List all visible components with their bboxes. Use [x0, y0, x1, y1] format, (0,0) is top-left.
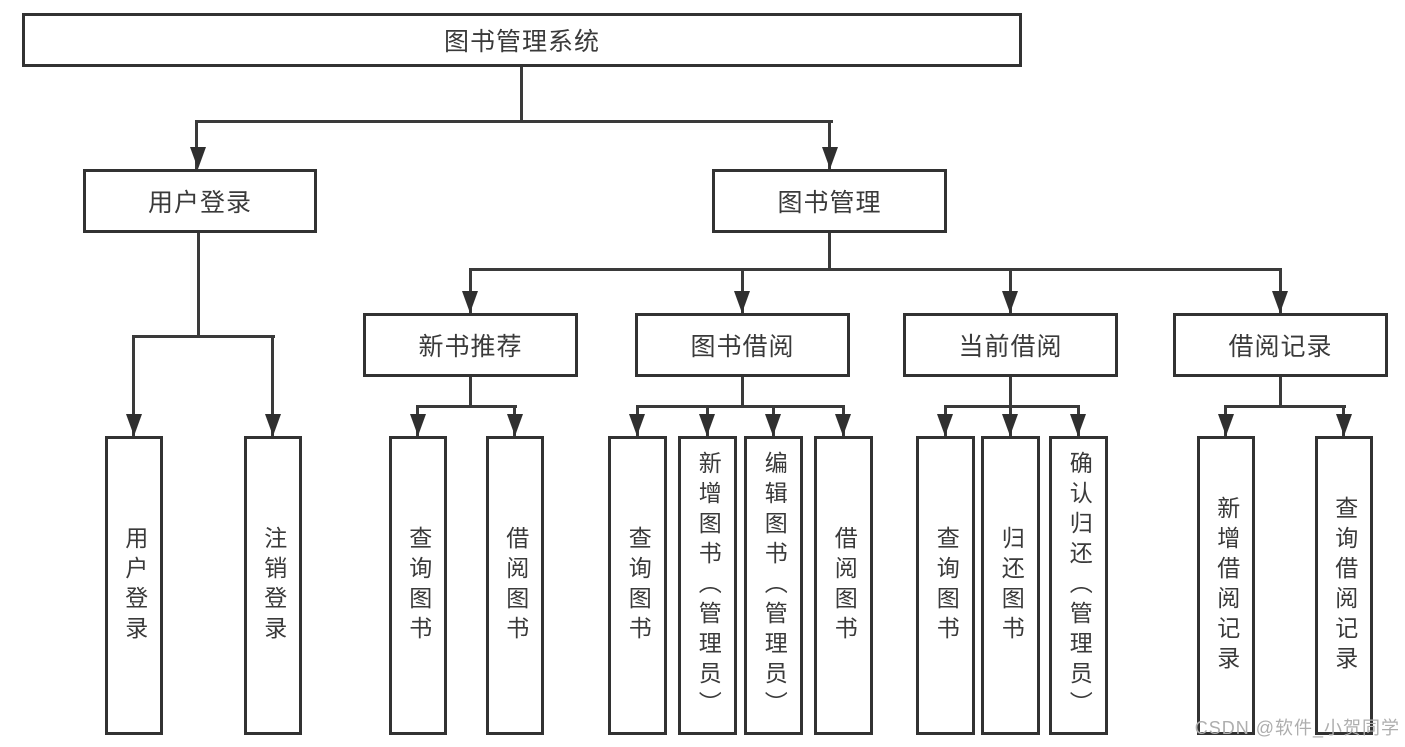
node-current-borrowing: 当前借阅	[903, 313, 1118, 377]
arrowhead-icon	[410, 414, 426, 436]
node-library-system: 图书管理系统	[22, 13, 1022, 67]
edge-stem	[741, 377, 744, 408]
node-label: 用户登录	[147, 189, 252, 217]
arrowhead-icon	[190, 147, 206, 169]
node-query-books-borrowing: 查询图书	[608, 436, 667, 735]
arrowhead-icon	[1218, 414, 1234, 436]
edge-drop	[741, 268, 744, 313]
arrowhead-icon	[462, 291, 478, 313]
watermark: CSDN @软件_小贺同学	[1194, 718, 1400, 738]
node-add-book-admin: 新增图书（管理员）	[678, 436, 737, 735]
node-label: 用户登录	[121, 525, 148, 646]
edge-drop	[828, 120, 831, 169]
node-return-books: 归还图书	[981, 436, 1040, 735]
edge-stem	[1009, 377, 1012, 408]
edge-rail	[636, 405, 845, 408]
node-label: 图书管理系统	[443, 28, 600, 56]
node-label: 图书管理	[777, 189, 882, 217]
edge-stem	[469, 377, 472, 408]
node-label: 借阅记录	[1228, 333, 1333, 361]
edge-stem	[1279, 377, 1282, 408]
node-user-login: 用户登录	[83, 169, 317, 233]
arrowhead-icon	[265, 414, 281, 436]
edge-rail	[132, 335, 275, 338]
node-label: 新增借阅记录	[1213, 495, 1240, 676]
node-label: 新增图书（管理员）	[695, 450, 722, 721]
edge-rail	[944, 405, 1080, 408]
node-query-books-current: 查询图书	[916, 436, 975, 735]
node-add-borrow-record: 新增借阅记录	[1197, 436, 1255, 735]
arrowhead-icon	[765, 414, 781, 436]
node-user-login-leaf: 用户登录	[105, 436, 163, 735]
arrowhead-icon	[1070, 414, 1086, 436]
arrowhead-icon	[1002, 291, 1018, 313]
node-query-books-recommend: 查询图书	[389, 436, 447, 735]
node-label: 查询图书	[405, 525, 432, 646]
node-label: 新书推荐	[418, 333, 523, 361]
edge-drop	[469, 268, 472, 313]
arrowhead-icon	[1002, 414, 1018, 436]
edge-stem	[197, 233, 200, 335]
edge-rail	[195, 120, 833, 123]
arrowhead-icon	[734, 291, 750, 313]
node-borrow-books-borrowing: 借阅图书	[814, 436, 873, 735]
arrowhead-icon	[126, 414, 142, 436]
arrowhead-icon	[835, 414, 851, 436]
node-label: 借阅图书	[831, 525, 858, 646]
edge-drop	[195, 120, 198, 169]
edge-drop	[1279, 268, 1282, 313]
node-borrow-records: 借阅记录	[1173, 313, 1388, 377]
arrowhead-icon	[629, 414, 645, 436]
arrowhead-icon	[1336, 414, 1352, 436]
edge-drop	[271, 335, 274, 436]
edge-drop	[132, 335, 135, 436]
node-logout: 注销登录	[244, 436, 302, 735]
edge-rail	[1224, 405, 1346, 408]
edge-drop	[1009, 268, 1012, 313]
node-label: 确认归还（管理员）	[1066, 450, 1093, 721]
edge-stem	[828, 233, 831, 271]
node-borrow-books-recommend: 借阅图书	[486, 436, 544, 735]
edge-stem	[520, 67, 523, 123]
node-label: 查询借阅记录	[1331, 495, 1358, 676]
node-label: 查询图书	[625, 525, 652, 646]
node-confirm-return-admin: 确认归还（管理员）	[1049, 436, 1108, 735]
node-book-borrowing: 图书借阅	[635, 313, 850, 377]
node-label: 当前借阅	[958, 333, 1063, 361]
node-new-book-recommend: 新书推荐	[363, 313, 578, 377]
arrowhead-icon	[1272, 291, 1288, 313]
node-label: 图书借阅	[690, 333, 795, 361]
node-edit-book-admin: 编辑图书（管理员）	[744, 436, 803, 735]
node-label: 归还图书	[998, 525, 1025, 646]
node-label: 编辑图书（管理员）	[761, 450, 788, 721]
arrowhead-icon	[699, 414, 715, 436]
edge-rail	[469, 268, 1282, 271]
node-query-borrow-record: 查询借阅记录	[1315, 436, 1373, 735]
node-label: 注销登录	[260, 525, 287, 646]
arrowhead-icon	[937, 414, 953, 436]
node-book-management: 图书管理	[712, 169, 947, 233]
arrowhead-icon	[822, 147, 838, 169]
node-label: 借阅图书	[502, 525, 529, 646]
edge-rail	[416, 405, 517, 408]
arrowhead-icon	[507, 414, 523, 436]
node-label: 查询图书	[933, 525, 960, 646]
